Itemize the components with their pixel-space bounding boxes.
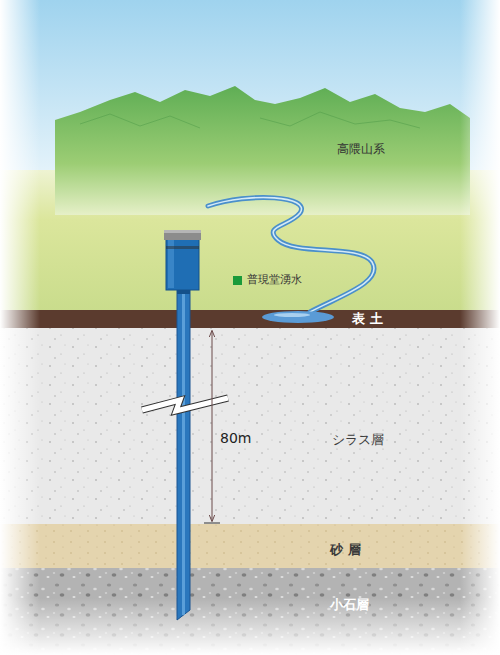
layer-name: 小石層 [330,597,369,613]
layer-name: シラス層 [332,432,384,448]
topsoil-band: 表 土 [0,310,500,328]
mountain-label: 高隈山系 [337,142,385,156]
layer-name: 表 土 [352,311,383,327]
spring-marker [233,276,242,285]
shirasu-band: シラス層 [0,328,500,524]
pebble-band: 小石層 [0,568,500,648]
layer-name: 砂 層 [330,542,361,558]
dimension-label: 80m [220,430,251,447]
spring-label: 普現堂湧水 [247,273,302,286]
sand-band: 砂 層 [0,524,500,568]
